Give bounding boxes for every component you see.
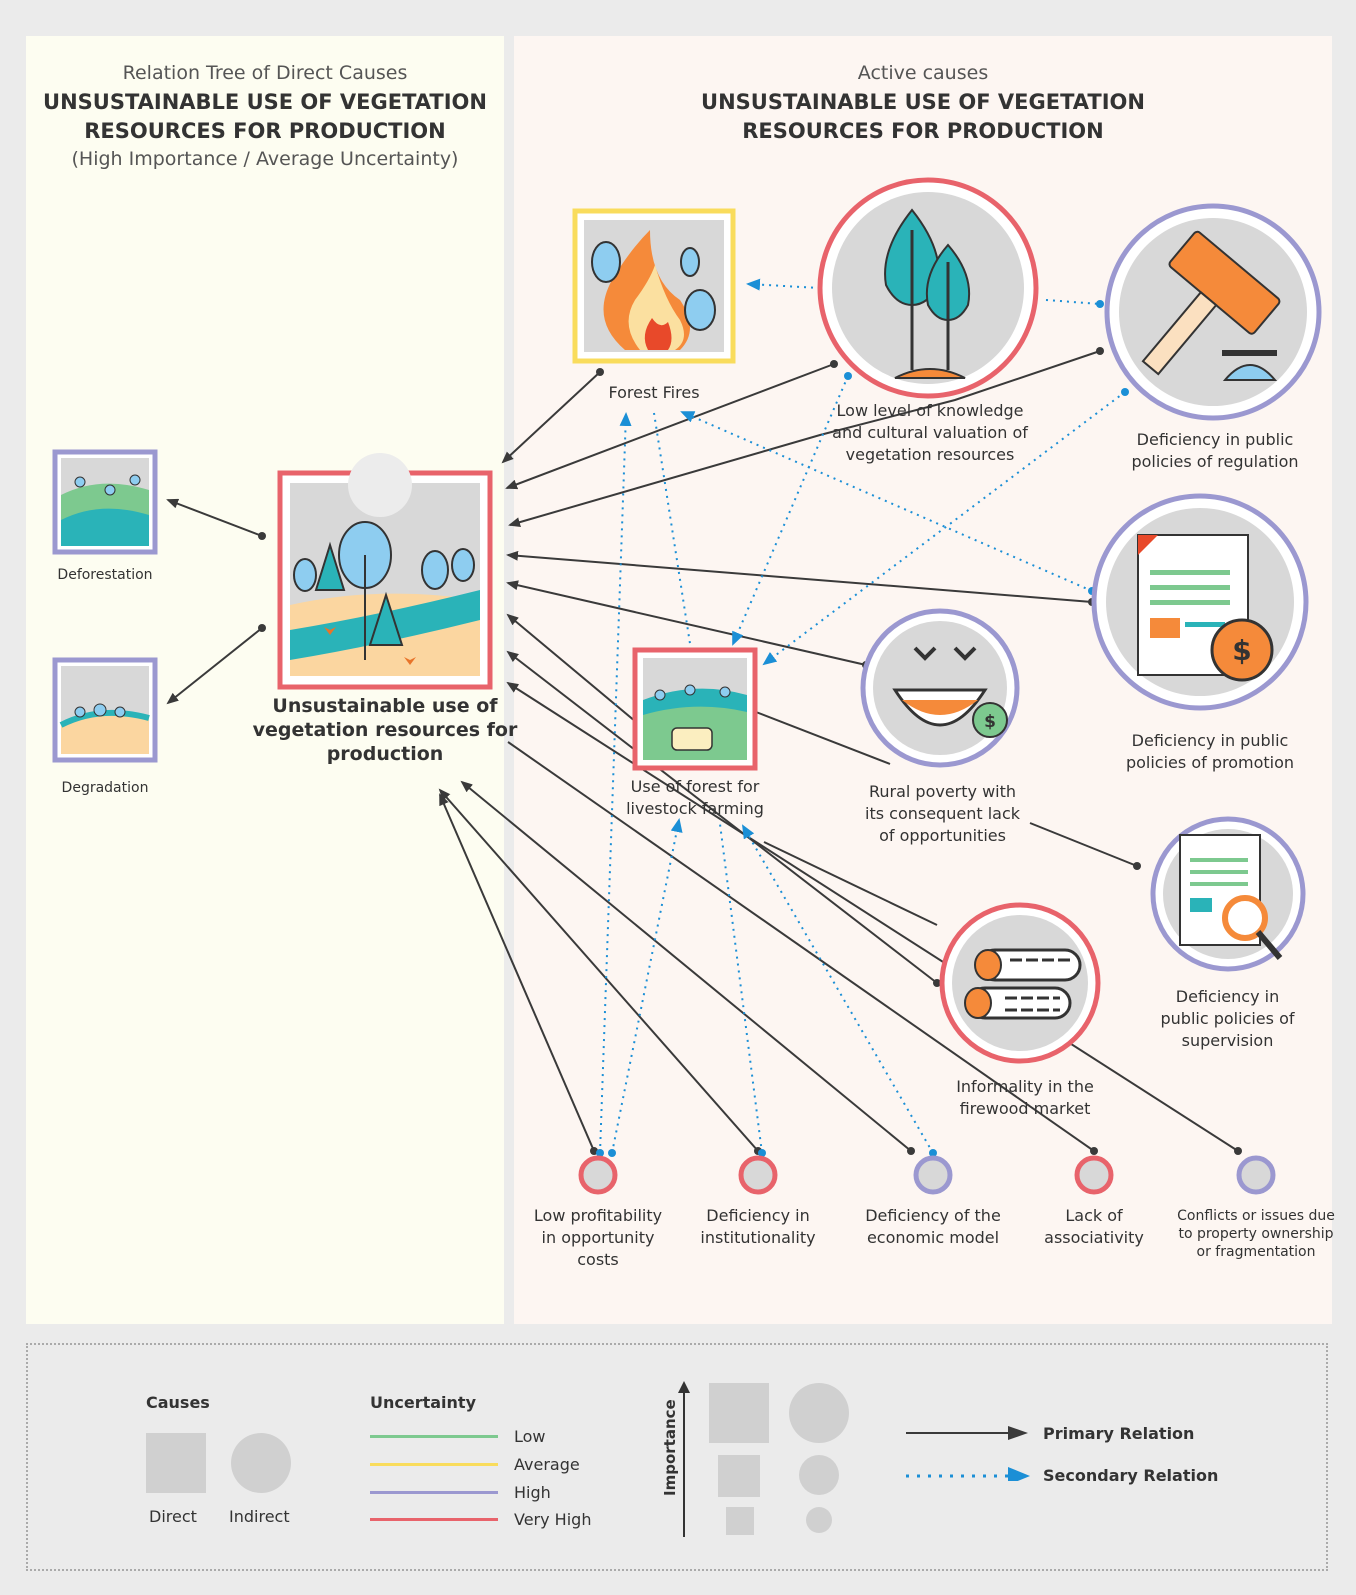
legend-square-large bbox=[709, 1383, 769, 1443]
legend: Causes Direct Indirect Uncertainty Low A… bbox=[26, 1343, 1328, 1571]
legend-arrows bbox=[906, 1426, 1030, 1481]
legend-low-line bbox=[370, 1435, 498, 1438]
arrow-regulation-central bbox=[508, 350, 1101, 528]
legend-causes-heading: Causes bbox=[146, 1393, 210, 1412]
arrow-property-central bbox=[506, 681, 1239, 1152]
svg-text:$: $ bbox=[984, 712, 996, 732]
sec-promotion-fires bbox=[680, 411, 1093, 592]
legend-veryhigh-label: Very High bbox=[514, 1510, 592, 1529]
primary-origin-dots bbox=[258, 347, 1242, 1155]
legend-high-line bbox=[370, 1491, 498, 1494]
relation-diagram: $ $ bbox=[52, 177, 1322, 1195]
line-associativity bbox=[507, 741, 1095, 1152]
line-supervision-poverty bbox=[1029, 822, 1138, 867]
sec-knowledge-regulation bbox=[1045, 299, 1101, 305]
institutionality-node bbox=[738, 1155, 778, 1195]
legend-square-small bbox=[726, 1507, 754, 1535]
arrow-institutionality-central bbox=[438, 788, 759, 1152]
supervision-node bbox=[1150, 816, 1306, 972]
legend-indirect-label: Indirect bbox=[229, 1507, 290, 1526]
arrow-livestock-central bbox=[506, 613, 643, 728]
promotion-node: $ bbox=[1091, 493, 1309, 711]
legend-average-line bbox=[370, 1463, 498, 1466]
legend-indirect-circle bbox=[231, 1433, 291, 1493]
arrow-central-degradation bbox=[166, 627, 263, 705]
sec-profitability-fires bbox=[599, 412, 632, 1154]
profitability-node bbox=[578, 1155, 618, 1195]
legend-circle-large bbox=[789, 1383, 849, 1443]
arrow-economic-central bbox=[460, 780, 912, 1152]
bottom-nodes bbox=[578, 1155, 1276, 1195]
left-title-line1: UNSUSTAINABLE USE OF VEGETATION bbox=[43, 90, 487, 114]
left-title-line2: RESOURCES FOR PRODUCTION bbox=[84, 119, 446, 143]
sec-economic-livestock bbox=[741, 824, 934, 1154]
forest-fires-label: Forest Fires bbox=[608, 383, 700, 402]
sec-institutionality-livestock bbox=[719, 823, 763, 1154]
poverty-node: $ bbox=[860, 608, 1020, 768]
central-node bbox=[277, 453, 493, 690]
arrow-profitability-central bbox=[439, 793, 595, 1152]
sec-profitability-livestock bbox=[611, 818, 683, 1154]
arrow-poverty-central bbox=[506, 580, 867, 666]
livestock-node bbox=[632, 647, 758, 771]
secondary-relations bbox=[599, 278, 1126, 1154]
sec-knowledge-fires bbox=[746, 278, 821, 291]
economic-node bbox=[913, 1155, 953, 1195]
legend-secondary-label: Secondary Relation bbox=[1043, 1466, 1219, 1485]
firewood-node bbox=[939, 902, 1101, 1064]
legend-square-medium bbox=[718, 1455, 760, 1497]
legend-veryhigh-line bbox=[370, 1518, 498, 1521]
legend-low-label: Low bbox=[514, 1427, 546, 1446]
degradation-node bbox=[52, 657, 158, 763]
secondary-origin-dots bbox=[596, 300, 1129, 1157]
right-subtitle: Active causes bbox=[857, 62, 989, 84]
arrow-fires-central bbox=[501, 371, 601, 464]
right-title-line2: RESOURCES FOR PRODUCTION bbox=[742, 119, 1104, 143]
importance-axis bbox=[683, 1389, 685, 1537]
legend-high-label: High bbox=[514, 1483, 551, 1502]
legend-direct-square bbox=[146, 1433, 206, 1493]
importance-label: Importance bbox=[661, 1399, 679, 1496]
importance-arrow-icon bbox=[678, 1381, 690, 1393]
arrow-promotion-central bbox=[506, 550, 1093, 603]
regulation-node bbox=[1104, 203, 1322, 421]
primary-relations bbox=[166, 350, 1239, 1152]
legend-average-label: Average bbox=[514, 1455, 580, 1474]
arrow-central-deforestation bbox=[166, 498, 263, 537]
legend-uncertainty-heading: Uncertainty bbox=[370, 1393, 477, 1412]
legend-circle-medium bbox=[799, 1455, 839, 1495]
importance-note: (High Importance / Average Uncertainty) bbox=[71, 148, 459, 170]
legend-direct-label: Direct bbox=[149, 1507, 197, 1526]
arrow-firewood-central bbox=[506, 650, 938, 984]
property-node bbox=[1236, 1155, 1276, 1195]
sec-livestock-fires bbox=[653, 412, 692, 651]
forest-fires-node bbox=[572, 208, 736, 364]
left-subtitle: Relation Tree of Direct Causes bbox=[122, 62, 408, 84]
associativity-node bbox=[1074, 1155, 1114, 1195]
deforestation-node bbox=[52, 449, 158, 555]
line-livestock-firewood bbox=[763, 841, 938, 926]
right-title-line1: UNSUSTAINABLE USE OF VEGETATION bbox=[701, 90, 1145, 114]
arrow-knowledge-central bbox=[505, 363, 835, 490]
legend-circle-small bbox=[806, 1507, 832, 1533]
deforestation-label: Deforestation bbox=[57, 567, 153, 583]
knowledge-node bbox=[817, 177, 1039, 399]
degradation-label: Degradation bbox=[61, 780, 149, 796]
line-livestock-poverty bbox=[755, 711, 891, 765]
legend-primary-label: Primary Relation bbox=[1043, 1424, 1195, 1443]
svg-text:$: $ bbox=[1232, 634, 1251, 667]
